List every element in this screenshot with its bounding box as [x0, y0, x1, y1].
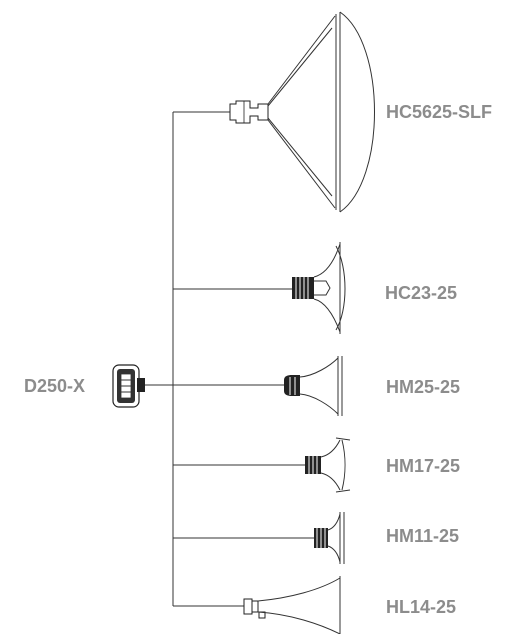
- driver-label: D250-X: [24, 376, 85, 396]
- d250-x-driver-icon: [112, 364, 145, 408]
- hm25-25-label: HM25-25: [386, 377, 460, 397]
- hm11-25-horn-icon: [314, 512, 345, 564]
- hc23-25-horn-icon: [292, 242, 346, 334]
- hm17-25-horn-icon: [305, 437, 351, 493]
- hl14-25-label: HL14-25: [386, 597, 456, 617]
- hl14-25-horn-icon: [243, 576, 341, 634]
- hm11-25-label: HM11-25: [386, 526, 459, 546]
- hc5625-slf-horn-icon: [229, 11, 375, 213]
- connection-wires: [142, 111, 314, 607]
- hc23-25-label: HC23-25: [385, 283, 457, 303]
- hc5625-slf-label: HC5625-SLF: [386, 102, 492, 122]
- hm25-25-horn-icon: [284, 356, 343, 416]
- hm17-25-label: HM17-25: [386, 456, 460, 476]
